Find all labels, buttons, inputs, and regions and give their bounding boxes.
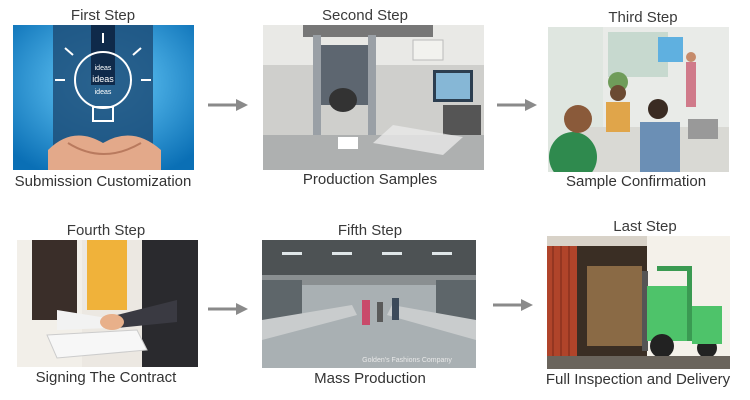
step-6-title: Last Step <box>613 218 677 235</box>
right-arrow-icon <box>493 298 533 312</box>
step-3-caption: Sample Confirmation <box>565 173 707 190</box>
step-2-caption: Production Samples <box>302 171 438 188</box>
step-3-title: Third Step <box>608 9 678 26</box>
step-2-title: Second Step <box>322 7 408 24</box>
step-1-photo-lightbulb-hands: ideas ideas ideas <box>13 25 194 170</box>
step-1-photo-text-1: ideas <box>95 65 112 72</box>
step-5-title: Fifth Step <box>337 222 403 239</box>
right-arrow-icon <box>208 302 248 316</box>
right-arrow-icon <box>497 98 537 112</box>
step-6-caption: Full Inspection and Delivery <box>545 371 731 388</box>
step-5-photo-factory: Golden's Fashions Company <box>262 240 476 368</box>
step-1-title: First Step <box>70 7 136 24</box>
step-5-photo-watermark: Golden's Fashions Company <box>362 357 452 364</box>
step-4-title: Fourth Step <box>66 222 146 239</box>
step-4-photo-handshake <box>17 240 198 367</box>
step-1-caption: Submission Customization <box>14 173 192 190</box>
step-1-photo-text-3: ideas <box>95 89 112 96</box>
step-4-caption: Signing The Contract <box>35 369 177 386</box>
step-6-photo-forklift-container <box>547 236 730 369</box>
step-2-photo-machine <box>263 25 484 170</box>
right-arrow-icon <box>208 98 248 112</box>
step-3-photo-meeting <box>548 27 729 172</box>
step-5-caption: Mass Production <box>314 370 426 387</box>
step-1-photo-text-2: ideas <box>92 74 114 84</box>
